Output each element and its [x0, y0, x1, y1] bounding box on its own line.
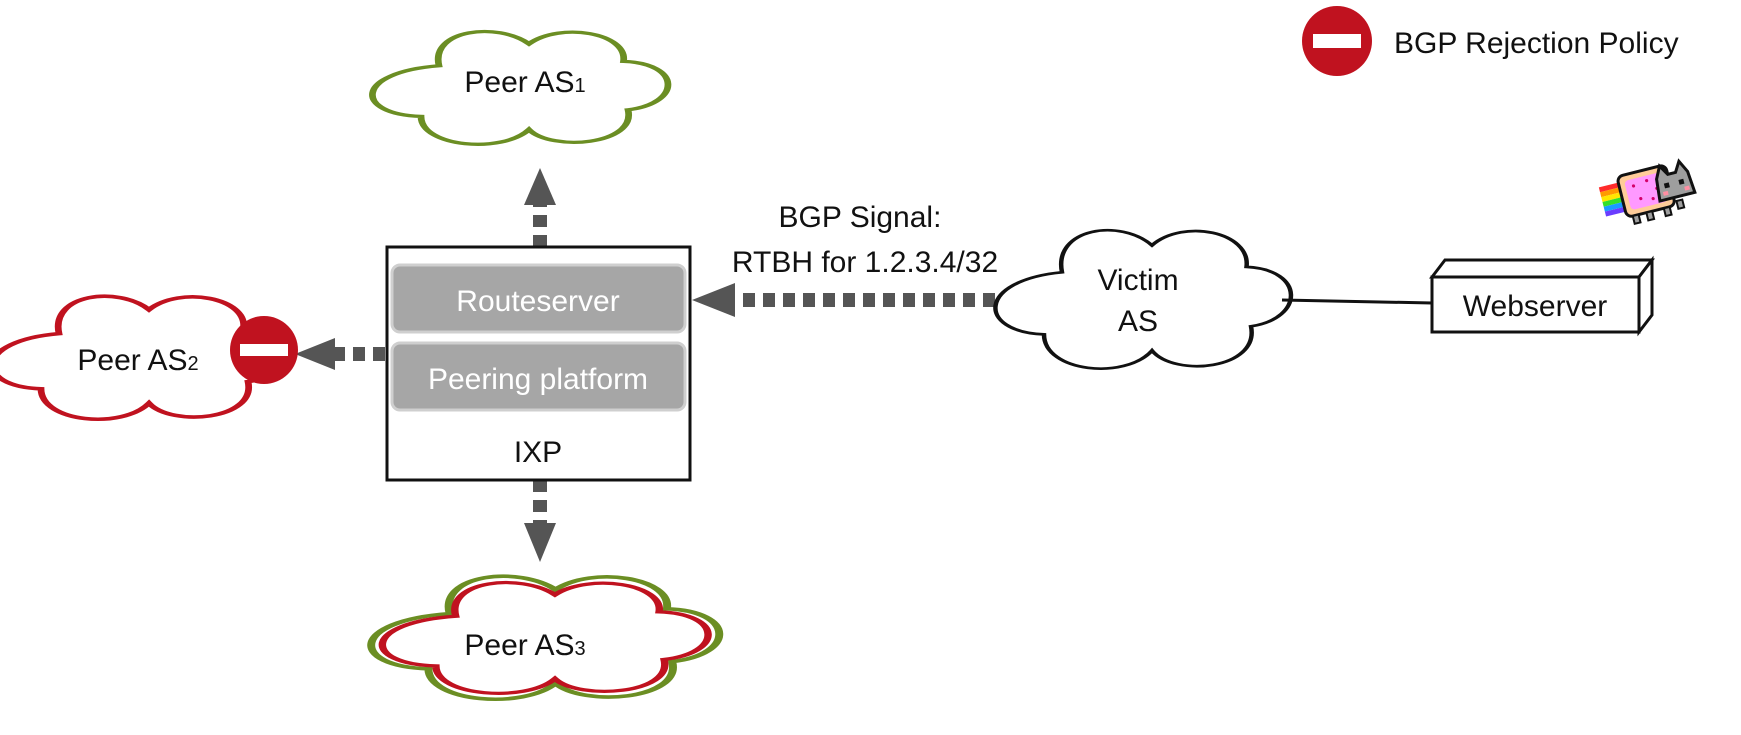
peer-as2-cloud: Peer AS2 — [0, 296, 288, 419]
svg-text:Peer AS1: Peer AS1 — [464, 66, 585, 99]
bgp-signal-line1: BGP Signal: — [779, 201, 942, 234]
victim-as-cloud: Victim AS — [995, 230, 1291, 368]
ixp-label: IXP — [514, 436, 562, 469]
routeserver-module — [390, 263, 687, 334]
bgp-signal-arrow — [692, 283, 1015, 317]
webserver-label: Webserver — [1463, 290, 1608, 323]
legend: BGP Rejection Policy — [1302, 6, 1679, 76]
peering-platform-label: Peering platform — [428, 363, 648, 396]
peer-as1-label: Peer AS — [464, 66, 574, 99]
bgp-signal-line2: RTBH for 1.2.3.4/32 — [732, 246, 998, 279]
peer-as3-label: Peer AS — [464, 629, 574, 662]
nyan-cat-icon — [1598, 158, 1697, 226]
webserver-box: Webserver — [1428, 255, 1656, 337]
routeserver-label: Routeserver — [456, 285, 619, 318]
arrow-to-peer-as1 — [524, 168, 556, 247]
victim-webserver-link — [1281, 298, 1433, 305]
peer-as3-cloud: Peer AS3 — [371, 576, 719, 699]
victim-label-line2: AS — [1118, 305, 1158, 338]
svg-text:Peer AS2: Peer AS2 — [77, 344, 198, 377]
rejection-icon — [230, 316, 298, 384]
peer-as1-cloud: Peer AS1 — [372, 32, 668, 145]
legend-label: BGP Rejection Policy — [1394, 27, 1679, 60]
arrow-to-peer-as3 — [524, 480, 556, 562]
peer-as2-label: Peer AS — [77, 344, 187, 377]
peering-platform-module — [390, 341, 687, 412]
no-entry-icon — [1302, 6, 1372, 76]
victim-label-line1: Victim — [1097, 264, 1178, 297]
peer-as3-subscript: 3 — [574, 638, 585, 660]
peer-as1-subscript: 1 — [574, 75, 585, 97]
ixp-box: Routeserver Peering platform IXP — [385, 245, 692, 482]
arrow-to-peer-as2 — [295, 338, 385, 370]
peer-as2-subscript: 2 — [187, 353, 198, 375]
svg-text:Peer AS3: Peer AS3 — [464, 629, 585, 662]
